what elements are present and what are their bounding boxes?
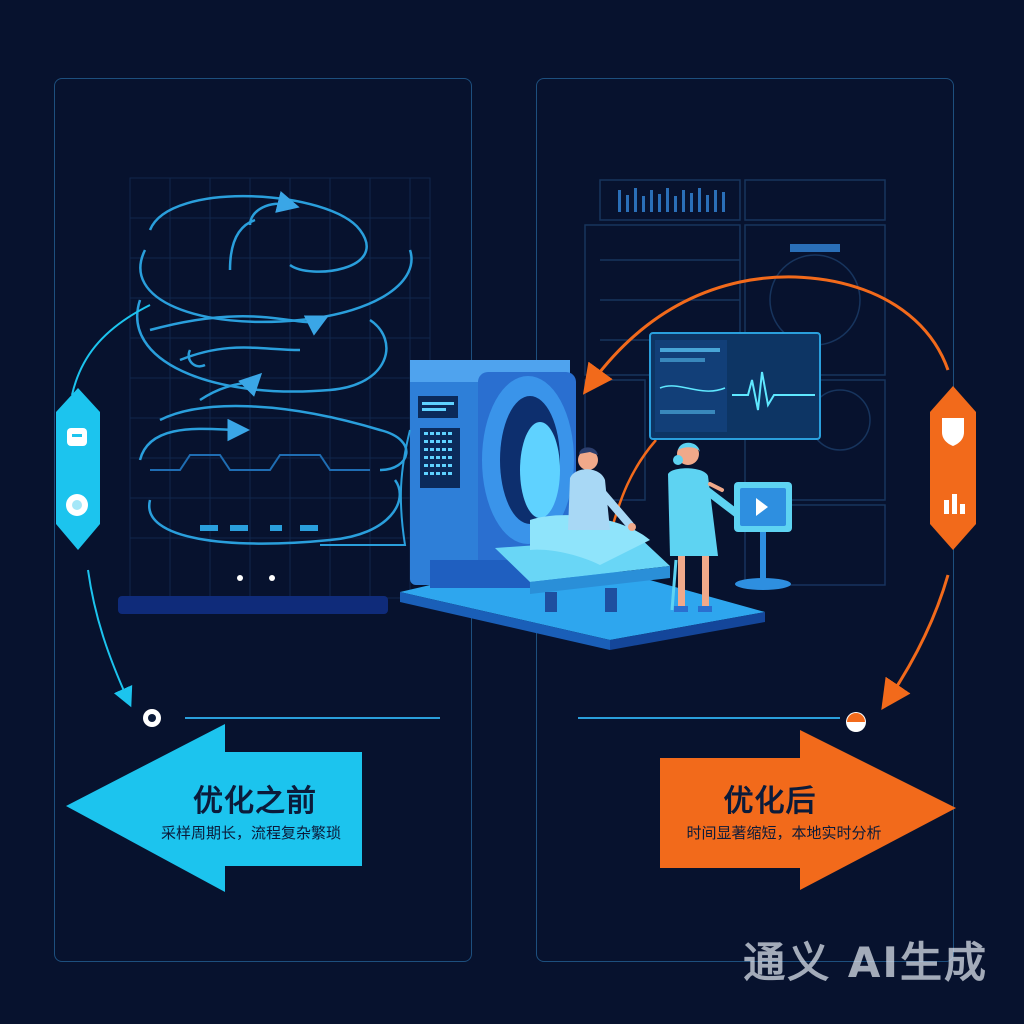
doctor-figure xyxy=(668,442,744,612)
before-subtitle: 采样周期长，流程复杂繁琐 xyxy=(160,824,341,842)
before-arrow-shape xyxy=(66,724,362,892)
tablet-stand xyxy=(734,482,792,590)
patient-bed xyxy=(495,515,670,612)
after-subtitle: 时间显著缩短，本地实时分析 xyxy=(686,824,882,842)
dashboard-bars xyxy=(618,188,840,252)
watermark: 通义 AI生成 xyxy=(743,938,988,987)
right-hexagon-badge xyxy=(930,386,976,550)
left-cycle-arrow-top xyxy=(71,304,151,396)
ecg-monitor xyxy=(649,332,821,440)
after-title: 优化后 xyxy=(723,784,817,819)
before-title: 优化之前 xyxy=(193,784,317,819)
left-cycle-arrow-bottom xyxy=(87,569,133,708)
left-hexagon-badge xyxy=(56,388,100,550)
right-cycle-arrow-top xyxy=(582,275,950,395)
right-cycle-arrow-bottom xyxy=(881,574,950,710)
after-arrow-shape xyxy=(660,730,956,890)
patient-figure xyxy=(568,447,636,531)
left-platform xyxy=(118,575,388,614)
monitor-to-screen-arrow xyxy=(610,439,657,529)
machine-cable xyxy=(320,429,411,546)
left-grid xyxy=(129,177,431,599)
